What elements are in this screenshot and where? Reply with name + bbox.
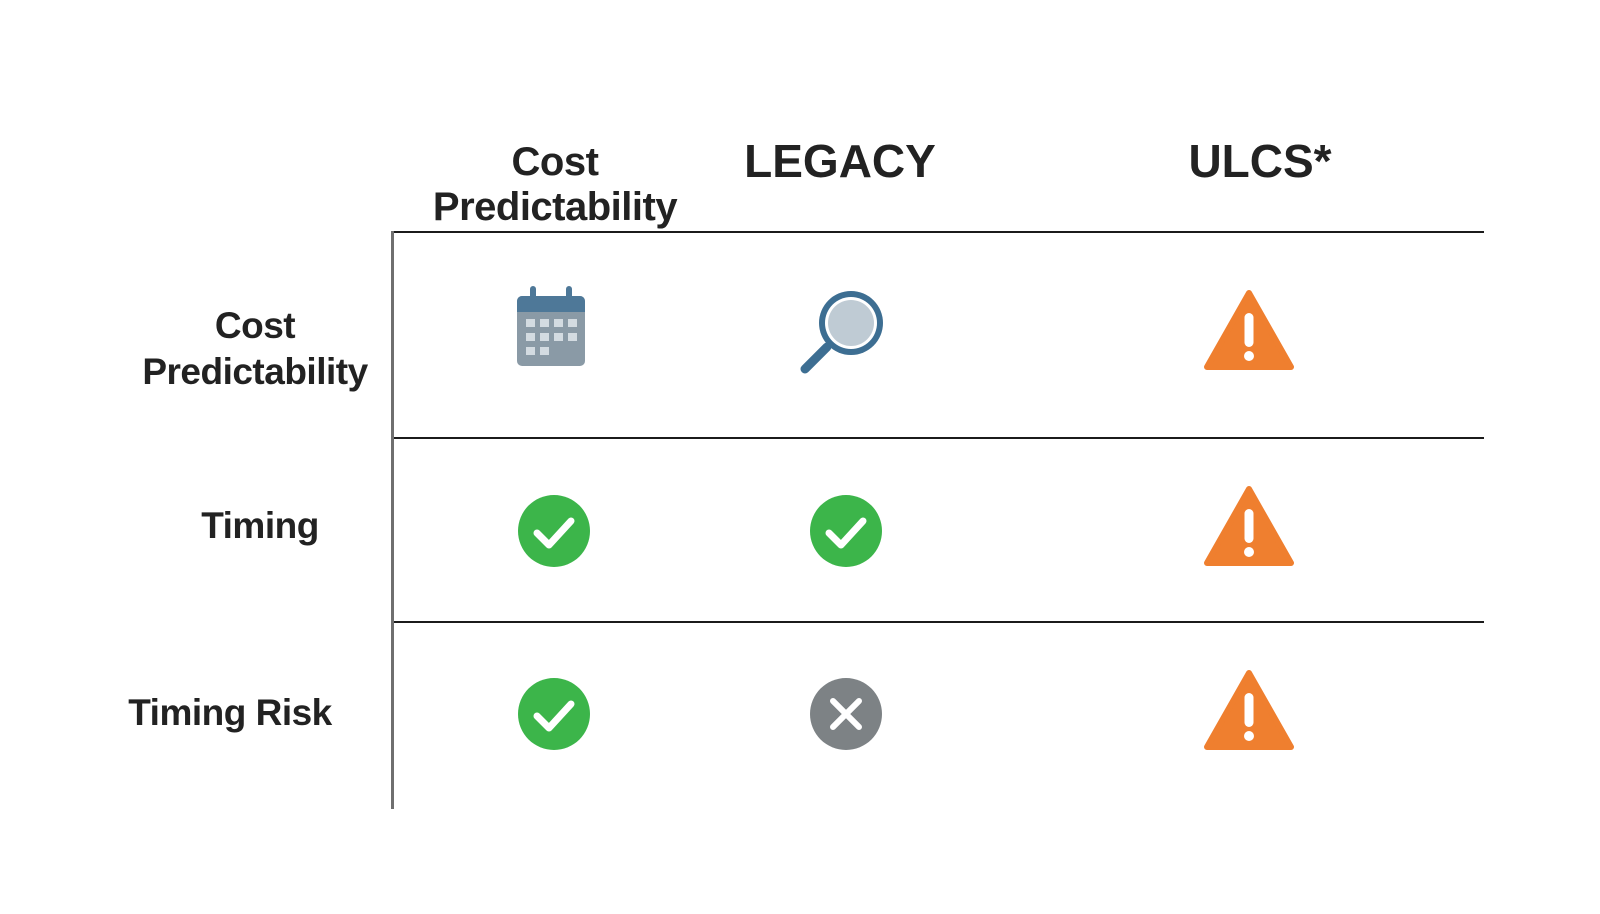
row-label-cost-predictability: Cost Predictability [120, 303, 390, 396]
check-circle-icon [516, 676, 592, 752]
column-header-cost-predictability: Cost Predictability [420, 140, 690, 230]
x-circle-icon [808, 676, 884, 752]
column-header-line2: Predictability [432, 184, 678, 229]
warning-icon [1203, 288, 1295, 372]
label-column-divider [391, 231, 394, 809]
row-label-timing-risk: Timing Risk [128, 692, 332, 733]
column-header-line1: Cost [511, 140, 599, 184]
row-divider-line [394, 437, 1484, 439]
row-divider-line [394, 621, 1484, 623]
magnifier-icon [795, 283, 891, 379]
column-header-legacy: LEGACY [744, 135, 936, 187]
check-circle-icon [808, 493, 884, 569]
row-label-timing: Timing [201, 505, 319, 546]
check-circle-icon [516, 493, 592, 569]
row-label-line1: Cost [214, 305, 296, 346]
column-header-ulcs: ULCS* [1188, 135, 1332, 187]
header-divider-line [392, 231, 1484, 233]
warning-icon [1203, 484, 1295, 568]
calendar-icon [513, 285, 589, 369]
warning-icon [1203, 668, 1295, 752]
row-label-line2: Predictability [142, 351, 368, 393]
